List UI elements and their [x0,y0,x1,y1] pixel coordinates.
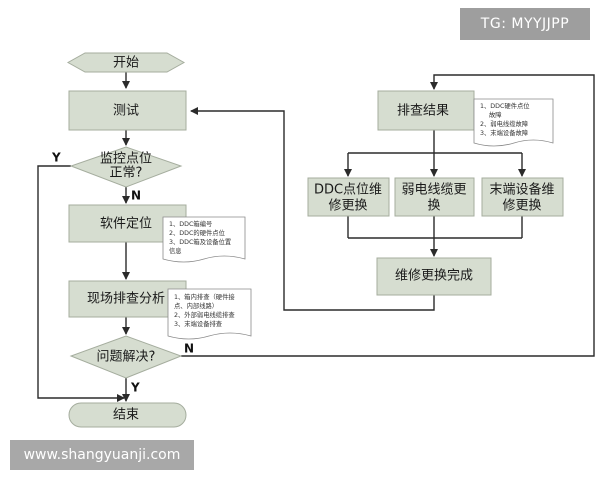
svg-text:3、末端设备故障: 3、末端设备故障 [480,128,529,137]
check-result-process: 排查结果 [377,90,475,131]
svg-text:维修更换完成: 维修更换完成 [395,269,473,284]
software-notes-document: 1、DDC箱编号 2、DDC的硬件点位 3、DDC箱及设备位置 信息 [162,216,246,263]
watermark-url: www.shangyuanji.com [10,440,194,470]
svg-text:2、DDC的硬件点位: 2、DDC的硬件点位 [169,228,226,237]
svg-text:结束: 结束 [113,408,139,423]
svg-text:点、内部线路）: 点、内部线路） [174,301,218,310]
repair-ddc-process: DDC点位维 修更换 [307,177,390,217]
edge-label-no-down: N [131,189,141,203]
svg-text:软件定位: 软件定位 [100,217,152,232]
test-process: 测试 [68,90,187,131]
svg-text:DDC点位维: DDC点位维 [314,183,382,198]
end-terminator: 结束 [68,402,187,428]
field-analysis-process: 现场排查分析 [68,280,187,318]
svg-text:3、末端设备排查: 3、末端设备排查 [174,319,223,328]
edge-label-no-right: N [184,342,194,356]
watermark-tag: TG: MYYJJPP [460,8,590,40]
svg-text:修更换: 修更换 [502,199,541,214]
field-notes-document: 1、箱内排查（硬件接 点、内部线路） 2、外部弱电线缆排查 3、末端设备排查 [167,288,252,340]
svg-text:信息: 信息 [169,246,182,255]
edge-label-yes-left: Y [51,151,61,165]
svg-text:开始: 开始 [113,56,139,71]
svg-text:1、DDC硬件点位: 1、DDC硬件点位 [480,101,530,110]
svg-text:1、DDC箱编号: 1、DDC箱编号 [169,219,212,228]
start-terminator: 开始 [66,52,186,73]
svg-text:排查结果: 排查结果 [397,104,449,119]
svg-text:弱电线缆更: 弱电线缆更 [401,182,466,198]
svg-text:末端设备维: 末端设备维 [489,182,554,198]
svg-text:现场排查分析: 现场排查分析 [87,292,165,307]
repair-device-process: 末端设备维 修更换 [481,177,564,217]
edge-label-yes-down: Y [130,381,140,395]
svg-text:2、弱电线缆故障: 2、弱电线缆故障 [480,119,529,128]
svg-text:测试: 测试 [113,104,139,119]
result-notes-document: 1、DDC硬件点位 故障 2、弱电线缆故障 3、末端设备故障 [473,98,554,147]
svg-text:问题解决?: 问题解决? [97,350,156,365]
svg-text:故障: 故障 [489,110,502,119]
decision-problem-solved: 问题解决? [69,335,183,379]
svg-text:1、箱内排查（硬件接: 1、箱内排查（硬件接 [174,292,235,301]
svg-text:换: 换 [427,199,440,214]
svg-text:3、DDC箱及设备位置: 3、DDC箱及设备位置 [169,237,231,246]
decision-monitor-point: 监控点位 正常? [69,146,183,188]
repair-done-process: 维修更换完成 [376,257,492,296]
svg-text:正常?: 正常? [110,166,143,181]
connector-lines [37,72,595,402]
svg-text:监控点位: 监控点位 [100,152,152,167]
svg-text:2、外部弱电线缆排查: 2、外部弱电线缆排查 [174,310,235,319]
repair-cable-process: 弱电线缆更 换 [394,177,475,217]
svg-text:修更换: 修更换 [328,199,367,214]
